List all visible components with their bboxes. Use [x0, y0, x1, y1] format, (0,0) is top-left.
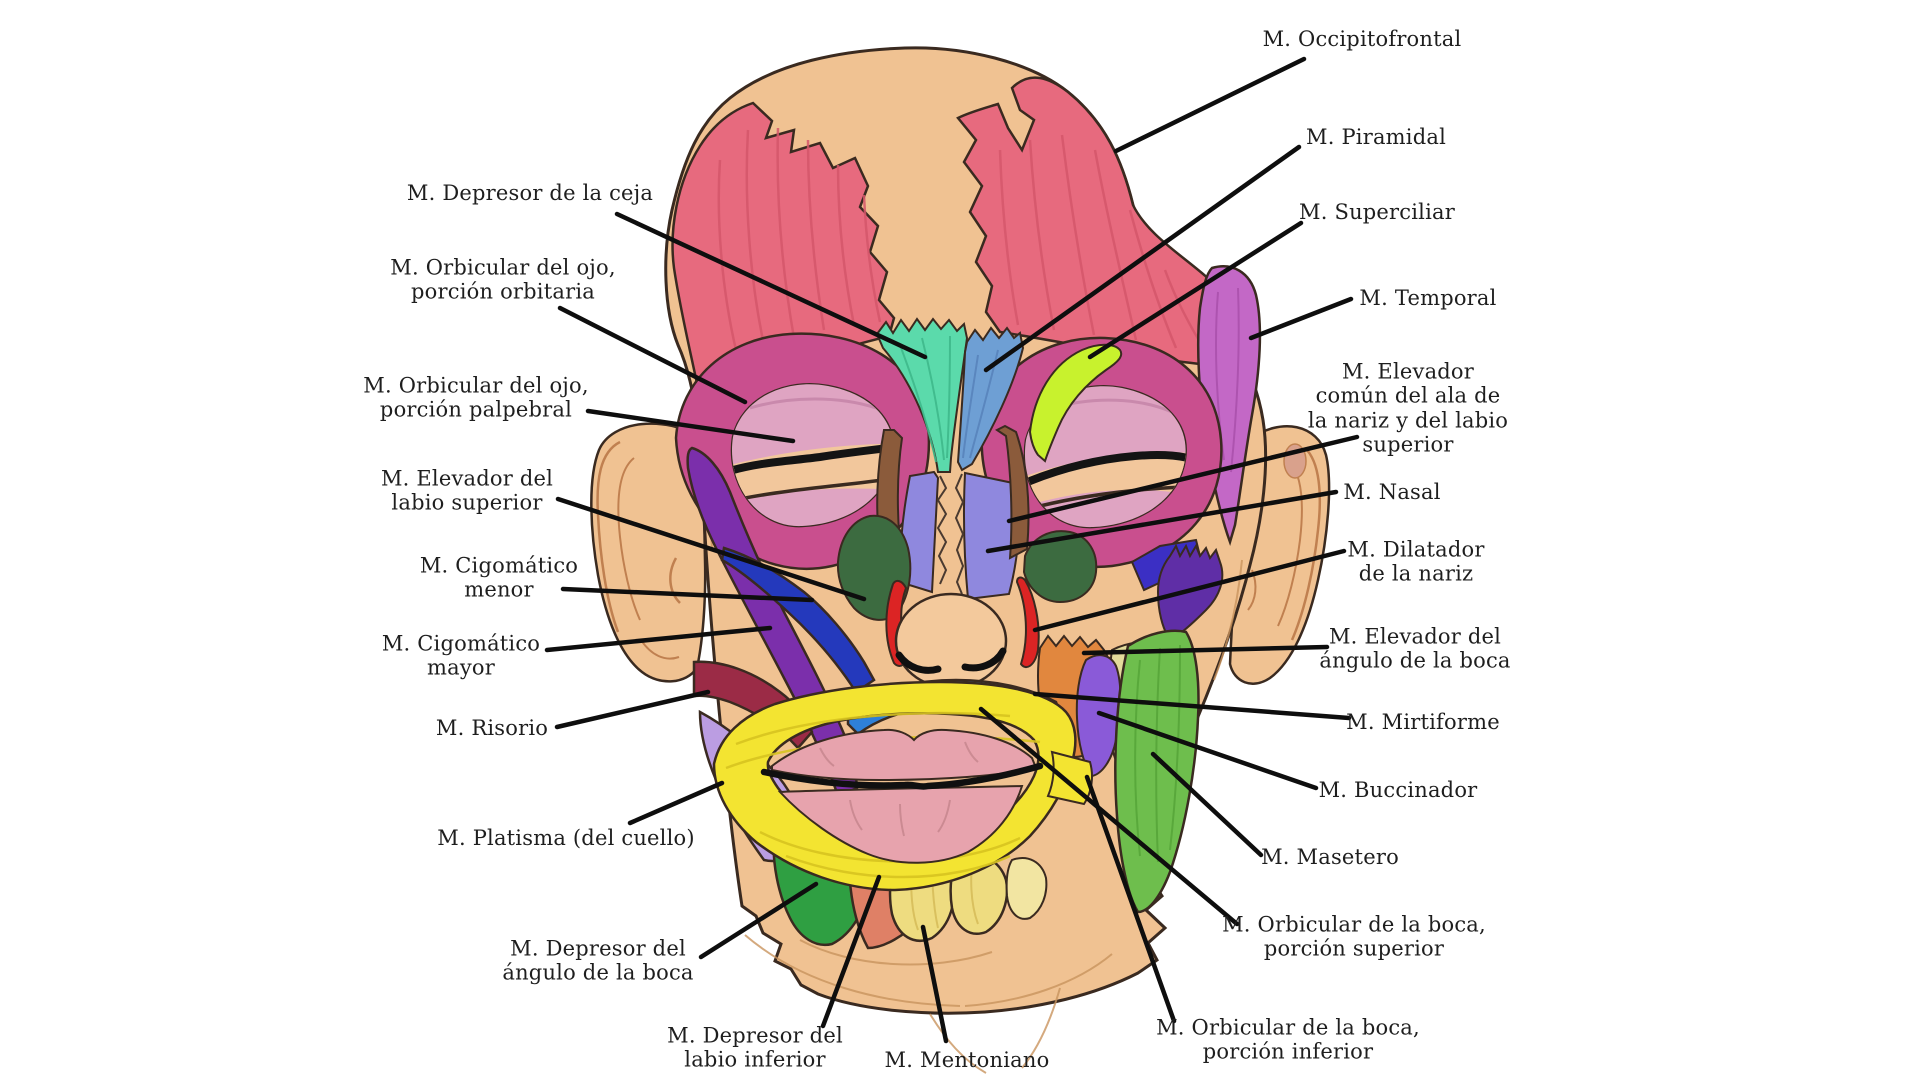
- leader-occipitofrontal: [1113, 56, 1307, 154]
- leader-nasal: [985, 489, 1339, 554]
- leader-depresor-angulo-boca: [698, 881, 819, 960]
- label-risorio: M. Risorio: [435, 715, 549, 740]
- leader-piramidal: [983, 144, 1302, 373]
- label-depresor-angulo-boca: M. Depresor del ángulo de la boca: [502, 936, 694, 985]
- label-elevador-angulo-boca: M. Elevador del ángulo de la boca: [1319, 624, 1511, 673]
- left-upper-lash-line: [731, 439, 894, 476]
- leader-mirtiforme: [1032, 691, 1352, 721]
- label-platisma: M. Platisma (del cuello): [437, 825, 695, 850]
- leader-cigomatico-mayor: [544, 625, 773, 653]
- label-depresor-ceja: M. Depresor de la ceja: [406, 180, 654, 205]
- label-cigomatico-menor: M. Cigomático menor: [419, 553, 579, 602]
- nasal-bridge-zigzag: [936, 473, 965, 595]
- right-lower-lash-line: [1038, 485, 1184, 508]
- label-orbicular-boca-inferior: M. Orbicular de la boca, porción inferio…: [1156, 1015, 1420, 1064]
- muscle-elevador-comun-right: [995, 424, 1030, 560]
- label-dilatador-nariz: M. Dilatador de la nariz: [1347, 537, 1485, 586]
- leader-risorio: [554, 689, 711, 730]
- label-buccinador: M. Buccinador: [1318, 777, 1478, 802]
- leader-orbicular-boca-inferior: [1084, 774, 1177, 1024]
- muscle-mentoniano-lobe3: [1005, 857, 1048, 920]
- label-mirtiforme: M. Mirtiforme: [1346, 709, 1500, 734]
- label-superciliar: M. Superciliar: [1299, 199, 1455, 224]
- label-piramidal: M. Piramidal: [1306, 124, 1446, 149]
- leader-lines: [544, 56, 1360, 1044]
- depresor-ceja-streaks: [899, 335, 951, 463]
- left-ear: [590, 422, 707, 683]
- muscle-elevador-labio-superior-right: [1022, 530, 1098, 604]
- leader-superciliar: [1087, 220, 1304, 360]
- label-masetero: M. Masetero: [1261, 844, 1399, 869]
- leader-dilatador-nariz: [1032, 548, 1347, 633]
- label-occipitofrontal: M. Occipitofrontal: [1262, 26, 1462, 51]
- leader-elevador-comun: [1006, 434, 1360, 524]
- left-lower-lash-line: [738, 477, 892, 501]
- leader-mentoniano: [920, 924, 949, 1044]
- right-nostril: [961, 647, 1007, 672]
- label-orbicular-ojo-orbitaria: M. Orbicular del ojo, porción orbitaria: [390, 255, 616, 304]
- left-eyelid-margin: [731, 443, 894, 506]
- frontalis-fiber-streaks: [717, 127, 1210, 356]
- leader-cigomatico-menor: [560, 586, 815, 603]
- leader-depresor-labio-inferior: [820, 874, 882, 1029]
- nose-tip: [894, 592, 1008, 690]
- right-upper-lash-line: [1024, 451, 1186, 491]
- masetero-streaks: [1134, 644, 1181, 863]
- label-orbicular-boca-superior: M. Orbicular de la boca, porción superio…: [1222, 912, 1486, 961]
- label-temporal: M. Temporal: [1359, 285, 1497, 310]
- label-cigomatico-mayor: M. Cigomático mayor: [381, 631, 541, 680]
- label-elevador-comun: M. Elevador común del ala de la nariz y …: [1307, 359, 1509, 457]
- label-depresor-labio-inferior: M. Depresor del labio inferior: [667, 1023, 843, 1072]
- mouth-slit: [760, 762, 1044, 790]
- leader-platisma: [627, 780, 725, 826]
- leader-elevador-angulo-boca: [1081, 644, 1330, 656]
- label-nasal: M. Nasal: [1343, 479, 1441, 504]
- leader-orbicular-ojo-palpebral: [585, 408, 796, 444]
- muscle-dilatador-nariz-right: [1015, 576, 1040, 669]
- label-mentoniano: M. Mentoniano: [884, 1047, 1050, 1072]
- leader-depresor-ceja: [614, 211, 928, 360]
- muscle-buccinador: [1075, 654, 1122, 778]
- muscle-piramidal: [956, 326, 1025, 472]
- leader-temporal: [1248, 296, 1354, 341]
- label-elevador-labio-superior: M. Elevador del labio superior: [380, 466, 554, 515]
- lip-creases: [819, 741, 979, 837]
- upper-lip: [771, 728, 1038, 782]
- leader-orbicular-boca-superior: [978, 706, 1240, 927]
- deep-muscle-patch-violet: [1156, 543, 1224, 642]
- muscle-depresor-ceja: [875, 317, 969, 473]
- leader-masetero: [1150, 751, 1264, 858]
- leader-orbicular-ojo-orbitaria: [557, 305, 748, 405]
- left-nostril: [895, 651, 942, 674]
- muscle-superciliar: [1028, 343, 1123, 463]
- leader-elevador-labio-superior: [555, 496, 867, 602]
- muscle-occipitofrontal-right: [956, 76, 1240, 371]
- label-orbicular-ojo-palpebral: M. Orbicular del ojo, porción palpebral: [363, 373, 589, 422]
- leader-buccinador: [1096, 710, 1319, 791]
- left-eye-interior: [731, 384, 894, 527]
